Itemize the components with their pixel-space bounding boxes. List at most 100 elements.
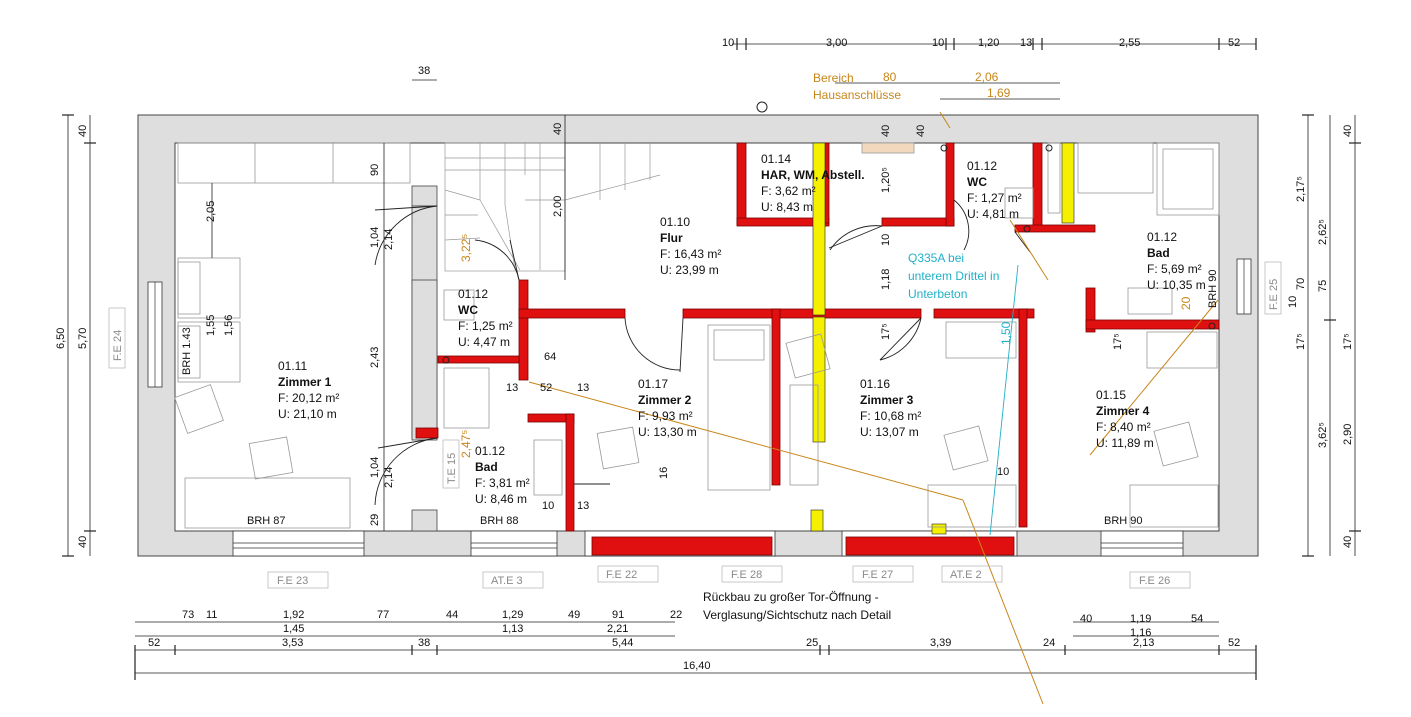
svg-text:22: 22 xyxy=(670,609,682,621)
rueckbau-note-2: Verglasung/Sichtschutz nach Detail xyxy=(703,608,891,622)
svg-text:U: 8,46 m: U: 8,46 m xyxy=(475,492,527,506)
svg-text:2,62⁵: 2,62⁵ xyxy=(1317,219,1329,245)
dimension-lines xyxy=(67,43,1356,674)
svg-text:29: 29 xyxy=(369,514,381,526)
svg-text:Zimmer 4: Zimmer 4 xyxy=(1096,404,1150,418)
svg-text:40: 40 xyxy=(1342,536,1354,548)
svg-text:2,17⁵: 2,17⁵ xyxy=(1295,176,1307,202)
svg-text:1,50: 1,50 xyxy=(999,321,1013,345)
svg-text:Zimmer 2: Zimmer 2 xyxy=(638,393,692,407)
svg-text:1,69: 1,69 xyxy=(987,86,1011,100)
room-01-12-wc-left: 01.12 WC F: 1,25 m² U: 4,47 m xyxy=(458,287,513,349)
room-01-14: 01.14 HAR, WM, Abstell. F: 3,62 m² U: 8,… xyxy=(761,152,865,214)
svg-text:Zimmer 3: Zimmer 3 xyxy=(860,393,914,407)
svg-text:1,55: 1,55 xyxy=(205,315,217,336)
svg-text:5,44: 5,44 xyxy=(612,637,633,649)
svg-text:40: 40 xyxy=(1342,125,1354,137)
svg-text:F: 20,12 m²: F: 20,12 m² xyxy=(278,391,339,405)
svg-text:U: 11,89 m: U: 11,89 m xyxy=(1096,436,1154,450)
rueckbau-note-1: Rückbau zu großer Tor-Öffnung - xyxy=(703,590,879,604)
svg-text:52: 52 xyxy=(1228,637,1240,649)
svg-text:17⁵: 17⁵ xyxy=(1112,333,1124,350)
dimension-text-top: 10 3,00 10 1,20 13 2,55 52 38 80 2,06 1,… xyxy=(418,37,1240,100)
svg-text:Flur: Flur xyxy=(660,231,683,245)
svg-text:1,20: 1,20 xyxy=(978,37,999,49)
svg-text:F.E 26: F.E 26 xyxy=(1139,575,1170,587)
svg-text:F.E 28: F.E 28 xyxy=(731,569,762,581)
room-01-11: 01.11 Zimmer 1 F: 20,12 m² U: 21,10 m xyxy=(278,359,339,421)
svg-text:01.12: 01.12 xyxy=(475,444,505,458)
svg-text:75: 75 xyxy=(1317,280,1329,292)
svg-text:5,70: 5,70 xyxy=(77,328,89,349)
svg-text:01.12: 01.12 xyxy=(967,159,997,173)
svg-text:1,29: 1,29 xyxy=(502,609,523,621)
svg-text:Bad: Bad xyxy=(1147,246,1170,260)
svg-text:01.12: 01.12 xyxy=(1147,230,1177,244)
small-symbols xyxy=(442,101,1216,364)
svg-text:F: 3,81 m²: F: 3,81 m² xyxy=(475,476,530,490)
svg-text:90: 90 xyxy=(369,164,381,176)
svg-text:17⁵: 17⁵ xyxy=(1295,333,1307,350)
svg-text:2,21: 2,21 xyxy=(607,623,628,635)
svg-text:01.14: 01.14 xyxy=(761,152,791,166)
svg-text:U: 23,99 m: U: 23,99 m xyxy=(660,263,719,277)
svg-text:91: 91 xyxy=(612,609,624,621)
svg-text:F: 16,43 m²: F: 16,43 m² xyxy=(660,247,721,261)
annotations: Bereich Hausanschlüsse Q335A bei unterem… xyxy=(703,71,999,622)
svg-text:U: 4,81 m: U: 4,81 m xyxy=(967,207,1019,221)
room-01-12-bad-right: 01.12 Bad F: 5,69 m² U: 10,35 m xyxy=(1147,230,1206,292)
svg-text:U: 10,35 m: U: 10,35 m xyxy=(1147,278,1206,292)
svg-text:F.E 22: F.E 22 xyxy=(606,569,637,581)
svg-text:3,62⁵: 3,62⁵ xyxy=(1317,422,1329,448)
svg-text:2,00: 2,00 xyxy=(552,196,564,217)
svg-text:13: 13 xyxy=(577,500,589,512)
bereich-label: Bereich xyxy=(813,71,854,85)
svg-text:F: 5,69 m²: F: 5,69 m² xyxy=(1147,262,1202,276)
svg-text:01.10: 01.10 xyxy=(660,215,690,229)
svg-text:2,14: 2,14 xyxy=(383,467,395,488)
installation-shafts xyxy=(810,142,1075,535)
svg-text:64: 64 xyxy=(544,351,556,363)
svg-text:2,47⁵: 2,47⁵ xyxy=(459,430,473,458)
svg-text:40: 40 xyxy=(77,125,89,137)
svg-text:AT.E 3: AT.E 3 xyxy=(491,575,523,587)
dimension-text-bottom: 73 11 1,92 77 44 1,29 49 91 22 40 1,19 5… xyxy=(148,609,1240,672)
svg-text:BRH 1.43: BRH 1.43 xyxy=(181,327,193,375)
svg-text:U: 4,47 m: U: 4,47 m xyxy=(458,335,510,349)
room-01-12-bad-left: 01.12 Bad F: 3,81 m² U: 8,46 m xyxy=(475,444,530,506)
svg-text:WC: WC xyxy=(967,175,987,189)
svg-text:52: 52 xyxy=(148,637,160,649)
svg-text:11: 11 xyxy=(206,609,217,621)
svg-text:2,90: 2,90 xyxy=(1342,424,1354,445)
svg-text:01.15: 01.15 xyxy=(1096,388,1126,402)
svg-text:77: 77 xyxy=(377,609,389,621)
svg-text:38: 38 xyxy=(418,637,430,649)
svg-text:13: 13 xyxy=(506,382,518,394)
svg-text:F.E 25: F.E 25 xyxy=(1268,279,1280,310)
svg-text:01.12: 01.12 xyxy=(458,287,488,301)
svg-text:F.E 23: F.E 23 xyxy=(277,575,308,587)
svg-text:1,19: 1,19 xyxy=(1130,613,1151,625)
svg-text:52: 52 xyxy=(540,382,552,394)
hausanschluesse-label: Hausanschlüsse xyxy=(813,88,901,102)
svg-text:F: 1,25 m²: F: 1,25 m² xyxy=(458,319,513,333)
svg-text:10: 10 xyxy=(1287,296,1299,308)
svg-text:3,00: 3,00 xyxy=(826,37,847,49)
svg-text:1,16: 1,16 xyxy=(1130,627,1151,639)
svg-text:01.16: 01.16 xyxy=(860,377,890,391)
dimension-text-interior: 2,05 90 1,04 2,14 1,55 1,56 2,43 1,04 2,… xyxy=(205,123,1193,526)
svg-text:16: 16 xyxy=(658,467,670,479)
svg-text:40: 40 xyxy=(552,123,564,135)
room-01-15: 01.15 Zimmer 4 F: 8,40 m² U: 11,89 m xyxy=(1096,388,1154,450)
door-swings xyxy=(374,199,1031,506)
svg-text:3,22⁵: 3,22⁵ xyxy=(459,234,473,262)
furniture xyxy=(174,142,1220,529)
svg-text:2,14: 2,14 xyxy=(383,229,395,250)
svg-text:F.E 27: F.E 27 xyxy=(862,569,893,581)
svg-text:40: 40 xyxy=(880,125,892,137)
dimension-text-sides: 6,50 5,70 40 40 2,62⁵ 75 3,62⁵ 2,17⁵ 70 … xyxy=(55,125,1354,548)
svg-text:17⁵: 17⁵ xyxy=(880,323,892,340)
svg-text:01.17: 01.17 xyxy=(638,377,668,391)
svg-text:1,45: 1,45 xyxy=(283,623,304,635)
